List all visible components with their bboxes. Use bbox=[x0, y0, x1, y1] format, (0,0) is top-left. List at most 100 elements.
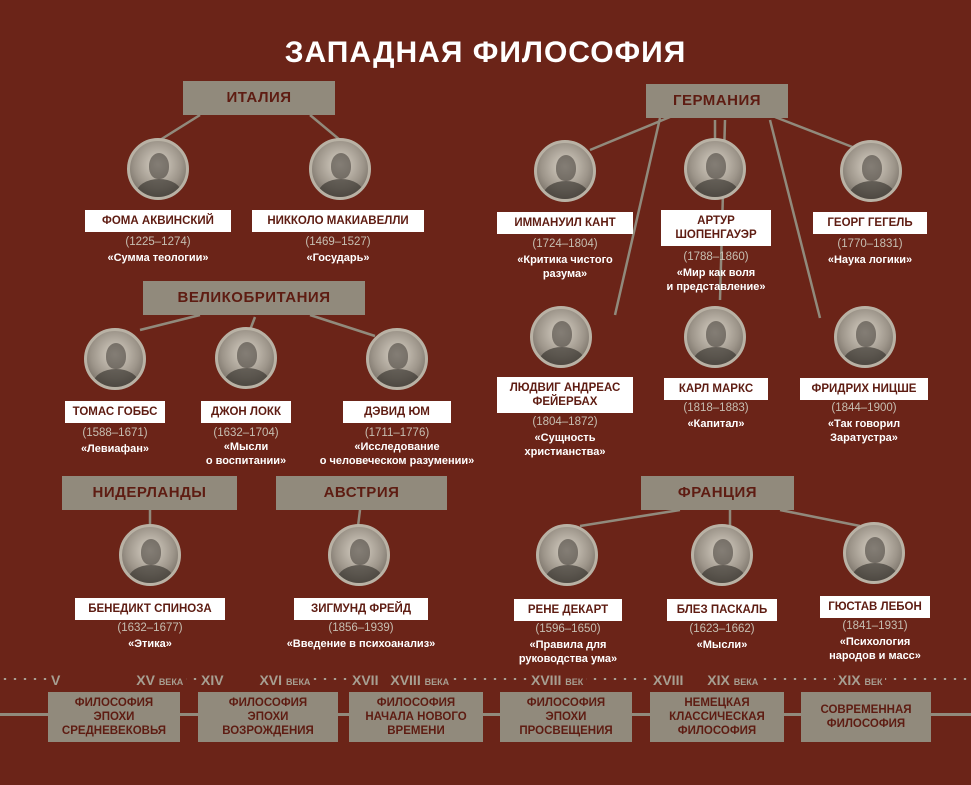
years-kant: (1724–1804) bbox=[532, 238, 598, 250]
century-2-unit: ВЕКА bbox=[285, 677, 311, 687]
portrait-hume bbox=[366, 328, 428, 390]
name-hume: ДЭВИД ЮМ bbox=[343, 401, 451, 423]
years-machiavelli: (1469–1527) bbox=[305, 236, 371, 248]
work-aquinas: «Сумма теологии» bbox=[107, 252, 209, 264]
era-contemporary: СОВРЕМЕННАЯ ФИЛОСОФИЯ bbox=[801, 692, 931, 742]
century-4-from: XVIII bbox=[531, 672, 562, 688]
century-2-to: XVI bbox=[259, 672, 283, 688]
name-locke: ДЖОН ЛОКК bbox=[201, 401, 291, 423]
work-marx: «Капитал» bbox=[687, 418, 745, 430]
country-austria: АВСТРИЯ bbox=[276, 476, 447, 510]
portrait-hegel bbox=[840, 140, 902, 202]
years-freud: (1856–1939) bbox=[328, 622, 394, 634]
name-schopenhauer: АРТУР ШОПЕНГАУЭР bbox=[661, 210, 771, 246]
country-netherlands: НИДЕРЛАНДЫ bbox=[62, 476, 237, 510]
century-3-to: XVIII bbox=[390, 672, 421, 688]
work-schopenhauer: «Мир как воля и представление» bbox=[666, 267, 766, 293]
century-6-unit: ВЕК bbox=[864, 677, 883, 687]
work-kant: «Критика чистого разума» bbox=[517, 254, 613, 280]
century-label-2: XIV XVI ВЕКА bbox=[198, 672, 314, 688]
work-hobbes: «Левиафан» bbox=[80, 443, 150, 455]
name-pascal: БЛЕЗ ПАСКАЛЬ bbox=[667, 599, 777, 621]
century-6-from: XIX bbox=[838, 672, 861, 688]
century-5-to: XIX bbox=[707, 672, 730, 688]
century-3-unit: ВЕКА bbox=[424, 677, 450, 687]
work-nietzsche: «Так говорил Заратустра» bbox=[827, 418, 901, 444]
years-schopenhauer: (1788–1860) bbox=[683, 251, 749, 263]
work-pascal: «Мысли» bbox=[696, 639, 748, 651]
name-machiavelli: НИККОЛО МАКИАВЕЛЛИ bbox=[252, 210, 424, 232]
portrait-pascal bbox=[691, 524, 753, 586]
name-descartes: РЕНЕ ДЕКАРТ bbox=[514, 599, 622, 621]
era-modern-beginning: ФИЛОСОФИЯ НАЧАЛА НОВОГО ВРЕМЕНИ bbox=[349, 692, 483, 742]
years-descartes: (1596–1650) bbox=[535, 623, 601, 635]
century-1-to: XV bbox=[136, 672, 155, 688]
country-france: ФРАНЦИЯ bbox=[641, 476, 794, 510]
years-aquinas: (1225–1274) bbox=[125, 236, 191, 248]
years-pascal: (1623–1662) bbox=[689, 623, 755, 635]
century-1-from: V bbox=[51, 672, 61, 688]
portrait-descartes bbox=[536, 524, 598, 586]
years-locke: (1632–1704) bbox=[213, 427, 279, 439]
work-descartes: «Правила для руководства ума» bbox=[518, 639, 618, 665]
name-spinoza: БЕНЕДИКТ СПИНОЗА bbox=[75, 598, 225, 620]
name-hegel: ГЕОРГ ГЕГЕЛЬ bbox=[813, 212, 927, 234]
portrait-freud bbox=[328, 524, 390, 586]
timeline-line bbox=[0, 713, 971, 716]
name-kant: ИММАНУИЛ КАНТ bbox=[497, 212, 633, 234]
century-5-from: XVIII bbox=[653, 672, 684, 688]
century-label-1: V XV ВЕКА bbox=[48, 672, 187, 688]
century-2-from: XIV bbox=[201, 672, 224, 688]
years-spinoza: (1632–1677) bbox=[117, 622, 183, 634]
century-1-unit: ВЕКА bbox=[158, 677, 184, 687]
century-label-5: XVIII XIX ВЕКА bbox=[650, 672, 762, 688]
work-spinoza: «Этика» bbox=[128, 638, 172, 650]
work-lebon: «Психология народов и масс» bbox=[829, 636, 921, 662]
portrait-locke bbox=[215, 327, 277, 389]
country-germany: ГЕРМАНИЯ bbox=[646, 84, 788, 118]
portrait-aquinas bbox=[127, 138, 189, 200]
years-hobbes: (1588–1671) bbox=[82, 427, 148, 439]
years-hume: (1711–1776) bbox=[364, 427, 430, 439]
portrait-kant bbox=[534, 140, 596, 202]
country-italy: ИТАЛИЯ bbox=[183, 81, 335, 115]
years-hegel: (1770–1831) bbox=[837, 238, 903, 250]
page-title: ЗАПАДНАЯ ФИЛОСОФИЯ bbox=[284, 36, 687, 69]
name-feuerbach: ЛЮДВИГ АНДРЕАС ФЕЙЕРБАХ bbox=[497, 377, 633, 413]
name-lebon: ГЮСТАВ ЛЕБОН bbox=[820, 596, 930, 618]
work-machiavelli: «Государь» bbox=[306, 252, 370, 264]
portrait-feuerbach bbox=[530, 306, 592, 368]
century-label-6: XIX ВЕК bbox=[835, 672, 886, 688]
years-feuerbach: (1804–1872) bbox=[532, 416, 598, 428]
portrait-nietzsche bbox=[834, 306, 896, 368]
portrait-machiavelli bbox=[309, 138, 371, 200]
portrait-schopenhauer bbox=[684, 138, 746, 200]
century-5-unit: ВЕКА bbox=[733, 677, 759, 687]
name-hobbes: ТОМАС ГОББС bbox=[65, 401, 165, 423]
country-britain: ВЕЛИКОБРИТАНИЯ bbox=[143, 281, 365, 315]
century-3-from: XVII bbox=[352, 672, 379, 688]
portrait-lebon bbox=[843, 522, 905, 584]
work-freud: «Введение в психоанализ» bbox=[286, 638, 436, 650]
name-marx: КАРЛ МАРКС bbox=[664, 378, 768, 400]
work-hegel: «Наука логики» bbox=[827, 254, 913, 266]
era-medieval: ФИЛОСОФИЯ ЭПОХИ СРЕДНЕВЕКОВЬЯ bbox=[48, 692, 180, 742]
portrait-spinoza bbox=[119, 524, 181, 586]
name-nietzsche: ФРИДРИХ НИЦШЕ bbox=[800, 378, 928, 400]
century-label-3: XVII XVIII ВЕКА bbox=[349, 672, 453, 688]
timeline-dots bbox=[0, 678, 971, 680]
portrait-marx bbox=[684, 306, 746, 368]
century-4-unit: ВЕК bbox=[565, 677, 584, 687]
years-lebon: (1841–1931) bbox=[842, 620, 908, 632]
name-aquinas: ФОМА АКВИНСКИЙ bbox=[85, 210, 231, 232]
work-hume: «Исследование о человеческом разумении» bbox=[319, 441, 475, 467]
name-freud: ЗИГМУНД ФРЕЙД bbox=[294, 598, 428, 620]
work-feuerbach: «Сущность христианства» bbox=[524, 432, 606, 458]
years-nietzsche: (1844–1900) bbox=[831, 402, 897, 414]
work-locke: «Мысли о воспитании» bbox=[205, 441, 287, 467]
era-german-classical: НЕМЕЦКАЯ КЛАССИЧЕСКАЯ ФИЛОСОФИЯ bbox=[650, 692, 784, 742]
portrait-hobbes bbox=[84, 328, 146, 390]
years-marx: (1818–1883) bbox=[683, 402, 749, 414]
era-renaissance: ФИЛОСОФИЯ ЭПОХИ ВОЗРОЖДЕНИЯ bbox=[198, 692, 338, 742]
century-label-4: XVIII ВЕК bbox=[528, 672, 587, 688]
